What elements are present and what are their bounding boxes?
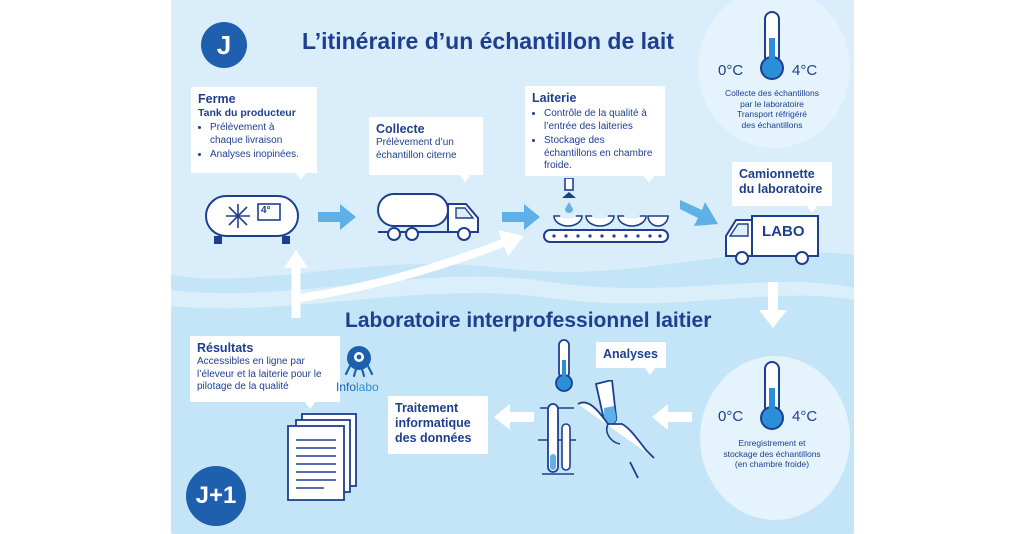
thermometer-icon [760,11,784,80]
traitement-title-line3: des données [395,431,472,445]
list-item: Prélèvement à chaque livraison [210,122,310,147]
list-item: Analyses inopinées. [210,149,310,162]
laiterie-list: Contrôle de la qualité à l’entrée des la… [532,108,658,173]
arrow-down-right-icon [680,200,718,226]
arrow-left-icon [652,404,692,430]
ferme-list: Prélèvement à chaque livraison Analyses … [198,122,310,162]
van-label: LABO [762,223,805,240]
bottom-temp-max: 4°C [792,408,818,425]
resultats-box: Résultats Accessibles en ligne par l’éle… [190,336,340,409]
analyses-title: Analyses [603,347,658,361]
infolabo-logo-text: Infolabo [336,380,379,394]
test-tubes-hand-icon [538,380,655,479]
infolabo-text-part: Info [336,380,357,394]
arrow-down-icon [759,282,787,328]
arrow-right-icon [318,204,356,230]
caption-line: par le laboratoire [740,98,804,109]
arrow-left-icon [494,404,534,430]
top-thermometer-caption: Collecte des échantillons par le laborat… [712,88,832,130]
tanker-truck-icon [377,193,479,241]
thermometer-icon [760,361,784,430]
ferme-box: Ferme Tank du producteur Prélèvement à c… [191,87,317,180]
resultats-title: Résultats [197,341,254,355]
caption-line: des échantillons [741,119,803,130]
camionnette-title-line1: Camionnette [739,167,815,181]
laiterie-box: Laiterie Contrôle de la qualité à l’entr… [525,86,665,183]
tank-temp-label: 4° [261,205,271,216]
infolabo-text-part: labo [356,380,379,394]
analyses-box: Analyses [596,342,666,375]
resultats-text: Accessibles en ligne par l’éleveur et la… [197,356,322,392]
list-item: Contrôle de la qualité à l’entrée des la… [544,108,658,133]
feedback-arrows [284,230,524,318]
infolabo-logo-icon [344,346,374,378]
traitement-title-line2: informatique [395,416,471,430]
top-temp-min: 0°C [718,62,744,79]
arrow-right-icon [502,204,540,230]
ferme-title: Ferme [198,92,236,106]
top-temp-max: 4°C [792,62,818,79]
traitement-title-line1: Traitement [395,401,459,415]
ferme-subtitle: Tank du producteur [198,107,296,119]
collecte-box: Collecte Prélèvement d’un échantillon ci… [369,117,483,182]
traitement-box: Traitement informatique des données [388,396,488,454]
day-badge-j-plus-1: J+1 [186,466,246,526]
page-title: L’itinéraire d’un échantillon de lait [302,28,674,54]
lab-van-icon [725,215,819,265]
bottom-thermometer-circle [700,356,850,520]
bottom-temp-min: 0°C [718,408,744,425]
camionnette-box: Camionnette du laboratoire [732,162,832,213]
dairy-conveyor-icon [543,178,669,243]
caption-line: Enregistrement et [738,438,806,448]
collecte-title: Collecte [376,122,425,136]
lab-title: Laboratoire interprofessionnel laitier [345,309,712,332]
milk-tank-icon [205,195,299,244]
caption-line: Collecte des échantillons [724,88,820,98]
list-item: Stockage des échantillons en chambre fro… [544,135,658,173]
laiterie-title: Laiterie [532,91,577,105]
bottom-thermometer-caption: Enregistrement et stockage des échantill… [712,438,832,470]
caption-line: Transport réfrigéré [736,109,808,119]
camionnette-title-line2: du laboratoire [739,182,823,196]
small-thermometer-icon [555,339,573,392]
caption-line: stockage des échantillons [723,448,821,459]
day-badge-j: J [201,22,247,68]
caption-line: (en chambre froide) [734,459,810,469]
collecte-text: Prélèvement d’un échantillon citerne [376,137,457,161]
documents-icon [287,413,357,501]
